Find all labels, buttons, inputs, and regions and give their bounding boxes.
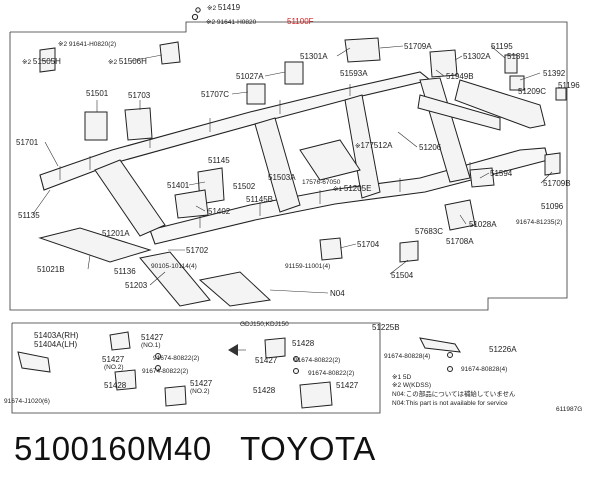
label-51021B: 51021B bbox=[37, 265, 65, 274]
label-51145B: 51145B bbox=[246, 195, 273, 204]
label-51427-no2: 51427 bbox=[102, 355, 125, 364]
label-17576: 17576-67050 bbox=[302, 179, 341, 186]
note-1: ※1 5D bbox=[392, 374, 411, 381]
label-51703: 51703 bbox=[128, 91, 151, 100]
label-51707C: 51707C bbox=[201, 90, 229, 99]
label-no2: (NO.2) bbox=[104, 364, 124, 371]
label-51708A: 51708A bbox=[446, 237, 474, 246]
reference-code: 611987G bbox=[556, 406, 582, 413]
label-51504: 51504 bbox=[391, 271, 414, 280]
label-51402: 51402 bbox=[208, 207, 231, 216]
label-51701: 51701 bbox=[16, 138, 39, 147]
label-51201A: 51201A bbox=[102, 229, 130, 238]
label-51196: 51196 bbox=[558, 81, 580, 90]
page-title: 5100160M40 TOYOTA bbox=[14, 430, 376, 467]
label-no1: (NO.1) bbox=[141, 342, 161, 349]
label-51401: 51401 bbox=[167, 181, 190, 190]
label-51503A: 51503A bbox=[268, 173, 296, 182]
label-90105: 90105-10114(4) bbox=[151, 263, 197, 270]
label-51502: 51502 bbox=[233, 182, 256, 191]
label-51427-no1: 51427 bbox=[141, 333, 164, 342]
label-91674-81235: 91674-81235(2) bbox=[516, 219, 562, 226]
label-51145: 51145 bbox=[208, 156, 230, 165]
label-51027A: 51027A bbox=[236, 72, 264, 81]
label-51702: 51702 bbox=[186, 246, 209, 255]
label-51428: 51428 bbox=[104, 381, 127, 390]
label-91674-80828-b: 91674-80828(4) bbox=[461, 366, 507, 373]
label-91674-80822-b: 91674-80822(2) bbox=[142, 368, 188, 375]
label-51427-b: 51427 bbox=[255, 356, 278, 365]
label-91674-80822-a: 91674-80822(2) bbox=[153, 355, 199, 362]
front-crossmember bbox=[38, 227, 272, 307]
detail-parts bbox=[17, 331, 461, 409]
label-91159: 91159-11001(4) bbox=[285, 263, 330, 270]
label-51195: 51195 bbox=[491, 42, 513, 51]
label-91674-J1020: 91674-J1020(6) bbox=[4, 398, 50, 405]
label-51506H: ※2 51506H bbox=[108, 57, 147, 66]
label-gdj150: GDJ150,KDJ150 bbox=[240, 321, 289, 328]
label-51203: 51203 bbox=[125, 281, 148, 290]
label-51709B: 51709B bbox=[543, 179, 571, 188]
label-51205E: ※1 51205E bbox=[333, 184, 371, 193]
label-51419: ※2 51419 bbox=[207, 3, 241, 12]
label-no2b: (NO.2) bbox=[190, 388, 210, 395]
label-51428-c: 51428 bbox=[253, 386, 276, 395]
label-51594: 51594 bbox=[490, 169, 513, 178]
label-51028A: 51028A bbox=[469, 220, 497, 229]
label-51593A: 51593A bbox=[340, 69, 368, 78]
main-frame-border bbox=[9, 21, 568, 311]
label-91641-top: ※2 91641-H0820 bbox=[206, 19, 257, 26]
label-51096: 51096 bbox=[541, 202, 564, 211]
label-N04: N04 bbox=[330, 289, 345, 298]
label-51709A: 51709A bbox=[404, 42, 432, 51]
leader-lines bbox=[32, 45, 553, 294]
label-51206: 51206 bbox=[419, 143, 442, 152]
label-51403A: 51403A(RH) bbox=[34, 331, 79, 340]
label-51949B: 51949B bbox=[446, 72, 474, 81]
highlighted-part-number: 51100F bbox=[287, 17, 314, 26]
label-57683C: 57683C bbox=[415, 227, 443, 236]
arrow-icon bbox=[228, 344, 238, 356]
label-51404A: 51404A(LH) bbox=[34, 340, 77, 349]
label-51225B: 51225B bbox=[372, 323, 400, 332]
label-51427-c: 51427 bbox=[336, 381, 359, 390]
label-51505H: ※2 51505H bbox=[22, 57, 61, 66]
label-51427-no2b: 51427 bbox=[190, 379, 213, 388]
label-51501: 51501 bbox=[86, 89, 109, 98]
label-91674-80822-c: 91674-80822(2) bbox=[294, 357, 340, 364]
label-51392: 51392 bbox=[543, 69, 566, 78]
bolt-icon bbox=[191, 13, 199, 21]
note-2: ※2 W(KDSS) bbox=[392, 382, 431, 389]
rear-bumper-beam bbox=[417, 79, 546, 131]
detail-frame-border bbox=[11, 322, 381, 414]
label-91674-80828-a: 91674-80828(4) bbox=[384, 353, 430, 360]
label-91674-80822-d: 91674-80822(2) bbox=[308, 370, 354, 377]
label-51136: 51136 bbox=[114, 267, 136, 276]
label-91641-left: ※2 91641-H0820(2) bbox=[58, 41, 116, 48]
label-51135: 51135 bbox=[18, 211, 40, 220]
bolt-icon-2 bbox=[195, 7, 201, 13]
label-51209C: 51209C bbox=[518, 87, 546, 96]
label-177512A: ※177512A bbox=[355, 141, 393, 150]
label-51302A: 51302A bbox=[463, 52, 491, 61]
note-4: N04:This part is not available for servi… bbox=[392, 400, 508, 407]
label-51226A: 51226A bbox=[489, 345, 517, 354]
label-51391: 51391 bbox=[507, 52, 530, 61]
label-51301A: 51301A bbox=[300, 52, 328, 61]
label-51704: 51704 bbox=[357, 240, 380, 249]
label-51428-b: 51428 bbox=[292, 339, 315, 348]
note-3: N04:この部品については補給していません bbox=[392, 389, 516, 398]
